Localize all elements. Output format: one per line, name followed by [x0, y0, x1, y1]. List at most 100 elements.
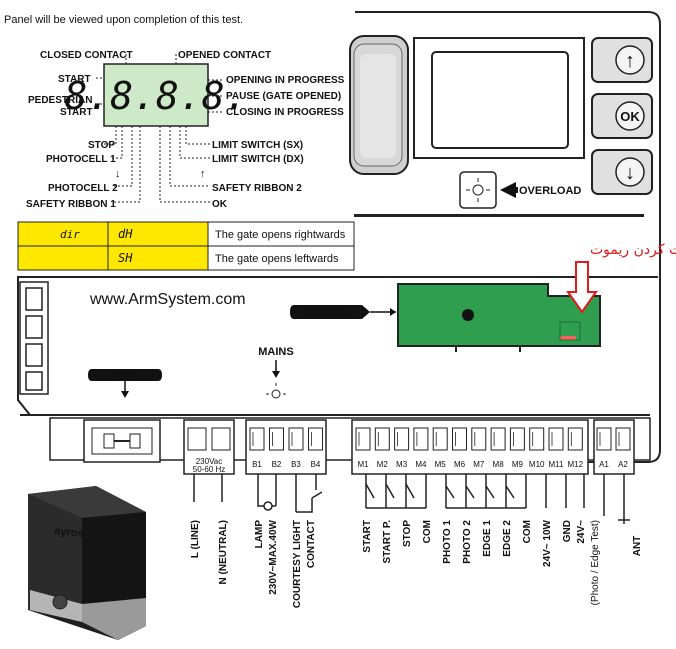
- table-row-code: SH: [118, 251, 133, 265]
- product-image: ayros: [28, 486, 146, 640]
- wire-label-photo-edge-test: (Photo / Edge Test): [590, 520, 601, 605]
- overload-label: OVERLOAD: [519, 185, 581, 197]
- label-stop: STOP: [88, 140, 115, 151]
- button-down[interactable]: ↓: [591, 149, 653, 195]
- receiver-label: RECEIVER: [303, 308, 350, 318]
- terminal-label: M10: [529, 460, 545, 469]
- receiver-tag: RECEIVER: [290, 305, 396, 319]
- terminal-label: A1: [599, 460, 609, 469]
- terminal-label: M4: [415, 460, 427, 469]
- led-rays-icon: [466, 178, 490, 202]
- terminal-m3: M3: [394, 427, 410, 469]
- table-header: dir: [60, 228, 80, 241]
- wire-label-edge-2: EDGE 2: [502, 520, 513, 557]
- terminal-label: A2: [618, 460, 628, 469]
- overload-led: OVERLOAD: [459, 171, 581, 209]
- terminal-label: M2: [377, 460, 389, 469]
- terminal-label: B2: [272, 460, 282, 469]
- terminal-label: M6: [454, 460, 466, 469]
- wire-label-lamp: LAMP: [254, 520, 265, 549]
- wire-label-24v: 24V~: [576, 520, 587, 544]
- label-pedestrian-start: START: [60, 107, 93, 118]
- terminal-b2: B2: [269, 427, 284, 469]
- watermark-link[interactable]: www.ArmSystem.com: [89, 291, 246, 308]
- terminal-m7: M7: [471, 427, 487, 469]
- direction-table: dir dH SH The gate opens rightwards The …: [17, 221, 355, 271]
- wire-label-line: L (LINE): [190, 520, 201, 558]
- wire-label-com: COM: [422, 520, 433, 543]
- wire-label-com-2: COM: [522, 520, 533, 543]
- label-opened-contact: OPENED CONTACT: [178, 50, 271, 61]
- label-ok: OK: [212, 199, 228, 210]
- table-row-code: dH: [118, 227, 133, 241]
- wire-label-courtesy-light: COURTESY LIGHT: [292, 520, 303, 608]
- terminal-m5: M5: [432, 427, 448, 469]
- power-voltage-label: 230Vac: [196, 457, 223, 466]
- wire-label-contact: CONTACT: [306, 520, 317, 568]
- wire-label-start: START: [362, 520, 373, 553]
- label-pause: PAUSE (GATE OPENED): [226, 91, 341, 102]
- pointer-arrow-icon: [500, 182, 516, 198]
- label-closed-contact: CLOSED CONTACT: [40, 50, 133, 61]
- terminal-label: M1: [357, 460, 369, 469]
- wire-label-photo-1: PHOTO 1: [442, 520, 453, 564]
- wire-label-photo-2: PHOTO 2: [462, 520, 473, 564]
- down-arrow-icon: ↓: [625, 162, 635, 184]
- label-photocell-1: PHOTOCELL 1: [46, 154, 116, 165]
- terminal-label: B3: [291, 460, 301, 469]
- wire-label-lamp-power: 230V~MAX.40W: [268, 519, 279, 594]
- label-safety-ribbon-1: SAFETY RIBBON 1: [26, 199, 116, 210]
- terminal-m1: M1: [355, 427, 371, 469]
- terminal-m10: M10: [529, 427, 545, 469]
- label-limit-dx: LIMIT SWITCH (DX): [212, 154, 304, 165]
- label-opening: OPENING IN PROGRESS: [226, 75, 345, 86]
- table-row-text: The gate opens leftwards: [215, 253, 339, 265]
- fuse-tag: FUSE: [88, 369, 162, 398]
- terminal-m2: M2: [374, 427, 390, 469]
- mains-led-icon: [266, 383, 286, 395]
- ok-label: OK: [620, 109, 640, 124]
- terminal-m9: M9: [509, 427, 525, 469]
- lcd-panel: [103, 63, 209, 127]
- table-row-text: The gate opens rightwards: [215, 229, 346, 241]
- button-up[interactable]: ↑: [591, 37, 653, 83]
- terminal-m6: M6: [452, 427, 467, 469]
- receiver-module: [397, 283, 601, 352]
- leader-lines: [96, 54, 224, 203]
- terminal-b4: B4: [308, 427, 323, 469]
- terminal-label: B1: [252, 460, 262, 469]
- terminal-m11: M11: [548, 427, 565, 469]
- terminal-m8: M8: [490, 427, 506, 469]
- product-logo: ayros: [54, 525, 84, 540]
- label-limit-sx: LIMIT SWITCH (SX): [212, 140, 303, 151]
- terminal-label: M11: [549, 460, 565, 469]
- label-pedestrian: PEDESTRIAN: [28, 95, 92, 106]
- up-arrow-icon: ↑: [625, 50, 635, 72]
- terminal-b1: B1: [249, 427, 265, 469]
- terminal-a2: A2: [615, 427, 631, 469]
- wire-label-stop: STOP: [402, 520, 413, 547]
- wire-label-start-p: START P.: [382, 520, 393, 564]
- terminal-label: M9: [512, 460, 524, 469]
- wire-label-neutral: N (NEUTRAL): [218, 520, 229, 584]
- arrow-down-icon: ↓: [115, 168, 121, 180]
- board-outline: [17, 11, 661, 463]
- lcd-legend: 8.8.8.8. CLOSED CONTACT OPENED CONTACT S…: [26, 50, 345, 210]
- terminal-m12: M12: [568, 427, 584, 469]
- persian-note: رسیور و دکمه ست کردن ریموت: [590, 242, 676, 258]
- label-start: START: [58, 74, 91, 85]
- mains-label: MAINS: [258, 346, 293, 358]
- button-ok[interactable]: OK: [591, 93, 653, 139]
- label-photocell-2: PHOTOCELL 2: [48, 183, 118, 194]
- terminal-b3: B3: [288, 427, 304, 469]
- mains-indicator: MAINS: [258, 346, 294, 399]
- terminal-m4: M4: [413, 427, 429, 469]
- wire-label-edge-1: EDGE 1: [482, 520, 493, 557]
- label-closing: CLOSING IN PROGRESS: [226, 107, 344, 118]
- wire-label-ant: ANT: [632, 536, 643, 557]
- terminal-label: M7: [473, 460, 485, 469]
- left-connector: [19, 281, 49, 395]
- power-frequency-label: 50-60 Hz: [193, 465, 225, 474]
